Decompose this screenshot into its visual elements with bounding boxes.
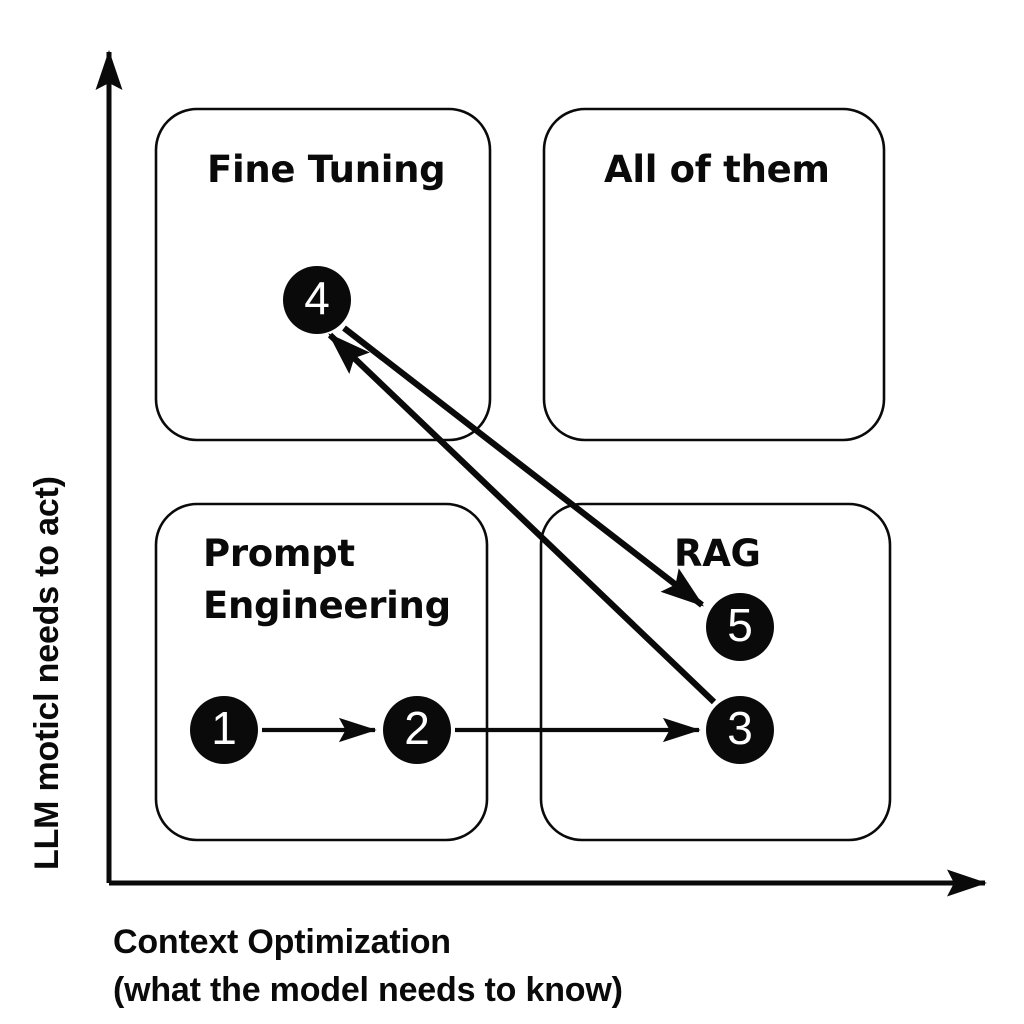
step-node-circle[interactable] — [706, 593, 774, 661]
step-node-4[interactable]: 4 — [283, 266, 351, 334]
quadrant-label-all-of-them: All of them — [604, 148, 830, 191]
quadrant-label-prompt-engineering-line1: Prompt — [203, 532, 355, 575]
quadrant-label-prompt-engineering-line2: Engineering — [203, 584, 451, 627]
quadrant-label-fine-tuning: Fine Tuning — [207, 148, 445, 191]
step-node-2[interactable]: 2 — [383, 696, 451, 764]
step-node-circle[interactable] — [383, 696, 451, 764]
quadrant-box-all-of-them[interactable] — [542, 107, 886, 442]
step-node-label: 5 — [727, 599, 753, 651]
step-node-circle[interactable] — [190, 696, 258, 764]
step-node-label: 3 — [727, 702, 753, 754]
connector-4-to-5 — [342, 325, 704, 608]
connection-group — [262, 325, 717, 743]
step-node-3[interactable]: 3 — [706, 696, 774, 764]
step-node-circle[interactable] — [283, 266, 351, 334]
quadrant-box-rag[interactable] — [539, 502, 892, 842]
axis-group — [95, 49, 988, 897]
step-node-label: 1 — [211, 702, 237, 754]
quadrant-label-rag: RAG — [674, 532, 761, 575]
step-node-5[interactable]: 5 — [706, 593, 774, 661]
step-node-circle[interactable] — [706, 696, 774, 764]
x-axis-label-line1: Context Optimization — [113, 923, 451, 961]
x-axis-label-line2: (what the model needs to know) — [113, 971, 623, 1009]
step-node-1[interactable]: 1 — [190, 696, 258, 764]
step-node-label: 2 — [404, 702, 430, 754]
connector-3-to-4 — [327, 332, 717, 705]
step-node-label: 4 — [304, 272, 330, 324]
y-axis-label: LLM moticl needs to act) — [28, 476, 66, 870]
